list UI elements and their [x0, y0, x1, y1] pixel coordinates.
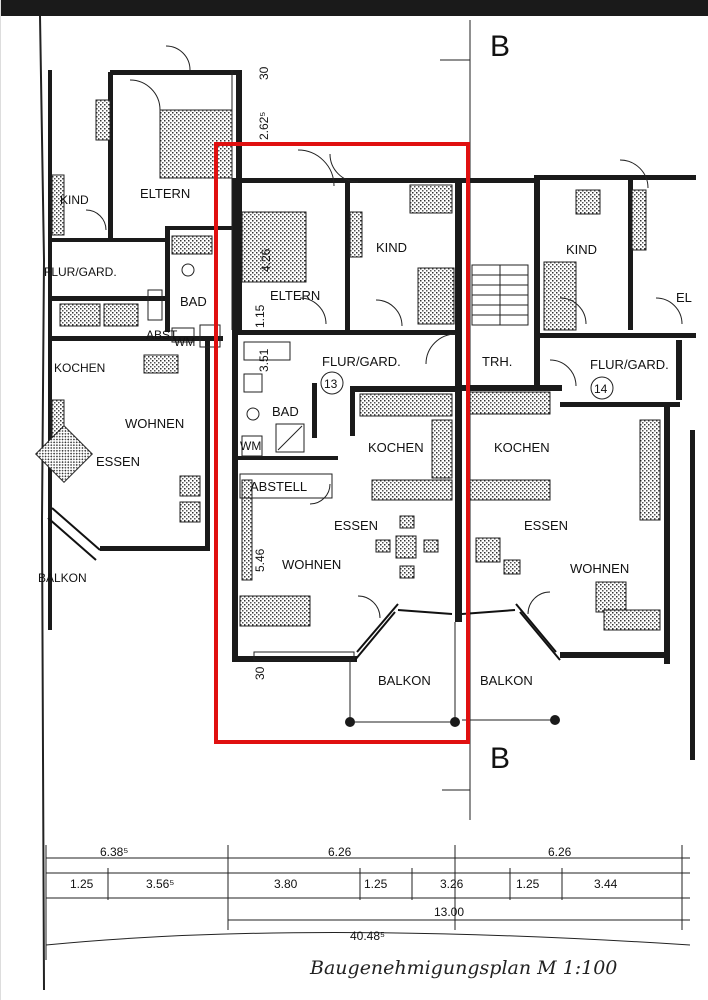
room-label-bad-13: BAD: [272, 404, 299, 419]
dim-row2-b: 3.56⁵: [146, 877, 174, 891]
room-label-kind-13: KIND: [376, 240, 407, 255]
dim-row1-mid: 6.26: [328, 845, 352, 859]
dim-row2-c: 3.80: [274, 877, 298, 891]
room-label-wm-13: WM: [240, 439, 261, 453]
left-unit-walls: [47, 70, 242, 630]
room-label-essen-14: ESSEN: [524, 518, 568, 533]
dim-row4-total: 40.48⁵: [350, 929, 385, 943]
dim-vertical-426: 4.26: [259, 248, 273, 272]
dim-vertical-115: 1.15: [253, 304, 267, 328]
unit-14-number: 14: [594, 382, 608, 396]
room-label-kochen-14: KOCHEN: [494, 440, 550, 455]
dim-row1-left: 6.38⁵: [100, 845, 128, 859]
left-unit-labels: KIND ELTERN FLUR/GARD. BAD ABST WM KOCHE…: [38, 186, 207, 585]
room-label-essen-left: ESSEN: [96, 454, 140, 469]
room-label-abstell-13: ABSTELL: [250, 479, 307, 494]
room-label-balkon-left: BALKON: [38, 571, 87, 585]
axis-label-bottom: B: [490, 742, 510, 775]
unit-13-number-circle: [320, 371, 344, 395]
room-label-wohnen-14: WOHNEN: [570, 561, 629, 576]
room-label-essen-13: ESSEN: [334, 518, 378, 533]
room-label-kind-14: KIND: [566, 242, 597, 257]
room-label-flur-14: FLUR/GARD.: [590, 357, 669, 372]
room-label-balkon-13: BALKON: [378, 673, 431, 688]
stair-hall: TRH.: [462, 178, 536, 369]
dimension-chain: 6.38⁵ 6.26 6.26 1.25 3.56⁵ 3.80 1.25 3.2…: [45, 845, 691, 960]
room-label-kind-left: KIND: [60, 193, 89, 207]
room-label-flur-13: FLUR/GARD.: [322, 354, 401, 369]
room-label-kochen-13: KOCHEN: [368, 440, 424, 455]
unit-13-walls: [232, 178, 462, 662]
axis-label-top: B: [490, 30, 510, 63]
dim-row3-total: 13.00: [434, 905, 464, 919]
room-label-balkon-14: BALKON: [480, 673, 533, 688]
unit-14-walls: [461, 175, 696, 760]
left-unit-furniture: [35, 45, 233, 523]
room-label-eltern-left: ELTERN: [140, 186, 190, 201]
room-label-bad-left: BAD: [180, 294, 207, 309]
room-label-wm-left: WM: [174, 335, 195, 349]
highlight-frame: [214, 142, 470, 744]
room-label-kochen-left: KOCHEN: [54, 361, 105, 375]
dim-vertical-30-top: 30: [257, 66, 271, 80]
dim-vertical-351: 3.51: [257, 348, 271, 372]
room-label-abst-left: ABST: [146, 328, 178, 342]
unit-13-furniture: [239, 149, 460, 727]
room-label-eltern-14: EL: [676, 290, 692, 305]
dim-vertical-30-bottom: 30: [253, 666, 267, 680]
dim-row2-f: 1.25: [516, 877, 540, 891]
unit-14-number-circle: [590, 376, 614, 400]
room-label-trh: TRH.: [482, 354, 512, 369]
unit-14-furniture: [462, 159, 683, 725]
abstell-box: [239, 473, 333, 499]
dim-vertical-top: 2.62⁵: [257, 112, 271, 140]
dim-row2-d: 1.25: [364, 877, 388, 891]
dim-vertical-546: 5.46: [253, 548, 267, 572]
unit-13-labels: ELTERN KIND FLUR/GARD. 13 BAD WM ABSTELL…: [239, 240, 431, 688]
unit-14-labels: KIND EL FLUR/GARD. 14 KOCHEN ESSEN WOHNE…: [480, 242, 692, 688]
room-label-wohnen-left: WOHNEN: [125, 416, 184, 431]
dim-row2-a: 1.25: [70, 877, 94, 891]
unit-13-vertical-dims: 2.62⁵ 30 4.26 1.15 3.51 5.46 30: [231, 66, 273, 680]
unit-13-number: 13: [324, 377, 338, 391]
dim-row2-e: 3.26: [440, 877, 464, 891]
room-label-wohnen-13: WOHNEN: [282, 557, 341, 572]
dim-row2-g: 3.44: [594, 877, 618, 891]
dim-row1-right: 6.26: [548, 845, 572, 859]
room-label-flur-left: FLUR/GARD.: [44, 265, 117, 279]
room-label-eltern-13: ELTERN: [270, 288, 320, 303]
plan-caption: Baugenehmigungsplan M 1:100: [309, 957, 617, 979]
